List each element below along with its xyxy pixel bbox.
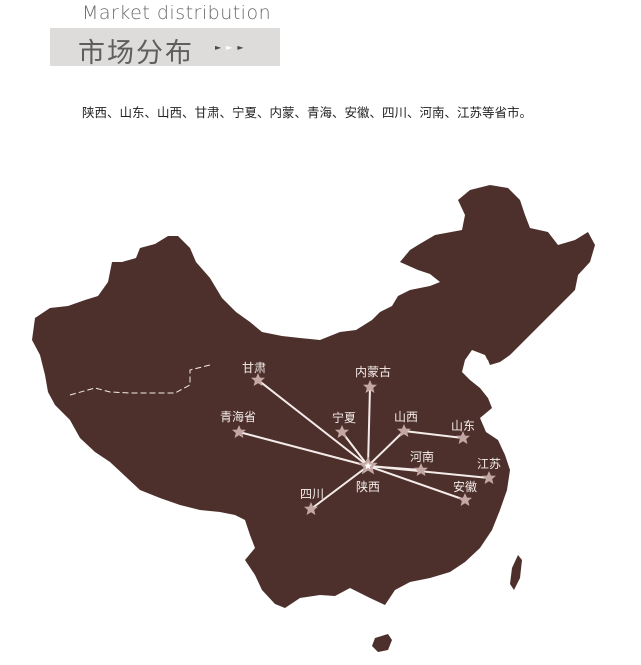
marker-jiangsu[interactable]: 江苏 — [477, 457, 501, 484]
marker-gansu[interactable]: 甘肃 — [242, 361, 266, 386]
svg-text:河南: 河南 — [410, 449, 434, 464]
bohai-bay — [465, 352, 492, 380]
border-line — [69, 364, 211, 396]
marker-sichuan[interactable]: 四川 — [300, 487, 324, 515]
marker-shandong[interactable]: 山东 — [451, 419, 475, 444]
svg-text:青海省: 青海省 — [220, 409, 256, 424]
svg-text:四川: 四川 — [300, 487, 324, 501]
hainan-island — [372, 634, 392, 652]
taiwan-island — [510, 555, 522, 590]
marker-hub-shaanxi[interactable]: 陕西 — [356, 456, 380, 494]
section-title-english: Market distribution — [82, 2, 272, 24]
svg-text:陕西: 陕西 — [356, 479, 380, 494]
marker-qinghai[interactable]: 青海省 — [220, 409, 256, 438]
svg-text:江苏: 江苏 — [477, 457, 501, 471]
section-title-banner: 市场分布 ►►► — [50, 28, 280, 69]
svg-text:甘肃: 甘肃 — [242, 361, 266, 375]
marker-anhui[interactable]: 安徽 — [453, 479, 477, 506]
marker-ningxia[interactable]: 宁夏 — [332, 410, 356, 438]
marker-henan[interactable]: 河南 — [410, 449, 434, 476]
svg-text:内蒙古: 内蒙古 — [355, 364, 391, 379]
marker-shanxi[interactable]: 山西 — [394, 410, 418, 437]
svg-text:山西: 山西 — [394, 410, 418, 424]
marker-neimenggu[interactable]: 内蒙古 — [355, 364, 391, 393]
svg-text:山东: 山东 — [451, 419, 475, 433]
china-map-outline — [32, 185, 595, 608]
connection-lines — [238, 379, 490, 510]
arrow-right-icon: ►►► — [215, 43, 249, 52]
market-description: 陕西、山东、山西、甘肃、宁夏、内蒙、青海、安徽、四川、河南、江苏等省市。 — [82, 105, 533, 120]
svg-text:宁夏: 宁夏 — [332, 410, 356, 425]
section-title-chinese: 市场分布 — [78, 38, 194, 69]
svg-text:安徽: 安徽 — [453, 479, 477, 494]
